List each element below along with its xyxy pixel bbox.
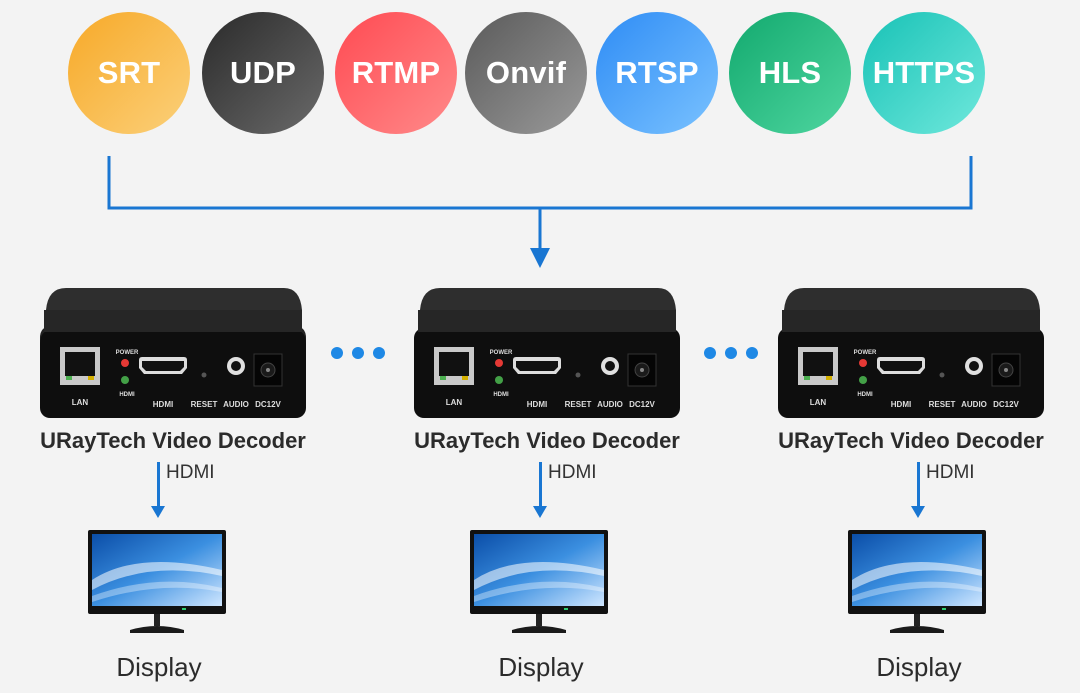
power-label: POWER bbox=[116, 350, 139, 356]
hdmi-link-label: HDMI bbox=[548, 462, 597, 483]
device-name: URayTech Video Decoder bbox=[40, 428, 306, 453]
monitor-icon bbox=[848, 530, 986, 633]
hdmi-led-icon bbox=[859, 376, 867, 384]
dot-icon bbox=[746, 347, 758, 359]
ellipsis-dots-right bbox=[704, 347, 758, 359]
device-name: URayTech Video Decoder bbox=[778, 428, 1044, 453]
hdmi-port-label: HDMI bbox=[527, 400, 547, 409]
dot-icon bbox=[704, 347, 716, 359]
power-led-icon bbox=[121, 359, 129, 367]
decoder-device: LAN POWER HDMI HDMI RESET AUDIO DC12V bbox=[40, 288, 306, 418]
decoder-device: LAN POWER HDMI HDMI RESET AUDIO DC12V bbox=[414, 288, 680, 418]
monitor-icon bbox=[470, 530, 608, 633]
lan-label: LAN bbox=[446, 398, 463, 407]
decoder-unit: LAN POWER HDMI HDMI RESET AUDIO DC12V UR… bbox=[412, 284, 702, 684]
hdmi-link-label: HDMI bbox=[166, 462, 215, 483]
protocol-label: Onvif bbox=[485, 55, 567, 90]
dot-icon bbox=[331, 347, 343, 359]
protocol-rtmp: RTMP bbox=[335, 12, 457, 134]
arrow-down-icon bbox=[533, 506, 547, 518]
dc-label: DC12V bbox=[629, 400, 655, 409]
protocol-onvif: Onvif bbox=[465, 12, 587, 134]
display-label: Display bbox=[876, 652, 962, 682]
hdmi-link: HDMI bbox=[911, 462, 997, 522]
audio-label: AUDIO bbox=[597, 400, 623, 409]
protocol-row: SRT UDP RTMP Onvif RTSP HLS HTTPS bbox=[0, 0, 1080, 150]
protocol-label: RTSP bbox=[615, 55, 699, 90]
power-label: POWER bbox=[854, 350, 877, 356]
reset-button-icon bbox=[939, 372, 945, 378]
dc-label: DC12V bbox=[993, 400, 1019, 409]
display-label: Display bbox=[498, 652, 584, 682]
reset-button-icon bbox=[575, 372, 581, 378]
protocol-https: HTTPS bbox=[863, 12, 985, 134]
hdmi-led-icon bbox=[495, 376, 503, 384]
hdmi-link: HDMI bbox=[151, 462, 237, 522]
hdmi-led-label: HDMI bbox=[493, 392, 509, 398]
hdmi-port-label: HDMI bbox=[891, 400, 911, 409]
protocol-srt: SRT bbox=[68, 12, 190, 134]
protocol-label: RTMP bbox=[351, 55, 441, 90]
arrow-down-icon bbox=[151, 506, 165, 518]
dot-icon bbox=[373, 347, 385, 359]
lan-label: LAN bbox=[810, 398, 827, 407]
arrow-down-icon bbox=[530, 248, 550, 268]
arrow-down-icon bbox=[911, 506, 925, 518]
ellipsis-dots-left bbox=[331, 347, 385, 359]
protocol-label: SRT bbox=[97, 55, 161, 90]
dot-icon bbox=[352, 347, 364, 359]
lan-label: LAN bbox=[72, 398, 89, 407]
decoder-unit: LAN POWER HDMI HDMI RESET AUDIO DC12V UR… bbox=[38, 284, 328, 684]
hdmi-led-label: HDMI bbox=[119, 392, 135, 398]
power-label: POWER bbox=[490, 350, 513, 356]
protocol-label: UDP bbox=[229, 55, 297, 90]
protocol-udp: UDP bbox=[202, 12, 324, 134]
protocol-connector bbox=[107, 156, 973, 268]
protocol-label: HLS bbox=[758, 55, 822, 90]
protocol-label: HTTPS bbox=[872, 55, 976, 90]
power-led-icon bbox=[859, 359, 867, 367]
dot-icon bbox=[725, 347, 737, 359]
audio-label: AUDIO bbox=[223, 400, 249, 409]
reset-label: RESET bbox=[929, 400, 956, 409]
display-label: Display bbox=[116, 652, 202, 682]
hdmi-link-label: HDMI bbox=[926, 462, 975, 483]
dc-label: DC12V bbox=[255, 400, 281, 409]
hdmi-port-label: HDMI bbox=[153, 400, 173, 409]
decoder-device: LAN POWER HDMI HDMI RESET AUDIO DC12V bbox=[778, 288, 1044, 418]
hdmi-link: HDMI bbox=[533, 462, 619, 522]
protocol-rtsp: RTSP bbox=[596, 12, 718, 134]
reset-label: RESET bbox=[191, 400, 218, 409]
protocol-hls: HLS bbox=[729, 12, 851, 134]
monitor-icon bbox=[88, 530, 226, 633]
dc-power-jack-icon bbox=[991, 353, 1021, 387]
reset-label: RESET bbox=[565, 400, 592, 409]
hdmi-led-icon bbox=[121, 376, 129, 384]
decoder-unit: LAN POWER HDMI HDMI RESET AUDIO DC12V UR… bbox=[776, 284, 1066, 684]
hdmi-led-label: HDMI bbox=[857, 392, 873, 398]
audio-label: AUDIO bbox=[961, 400, 987, 409]
device-name: URayTech Video Decoder bbox=[414, 428, 680, 453]
power-led-icon bbox=[495, 359, 503, 367]
reset-button-icon bbox=[201, 372, 207, 378]
bracket-line bbox=[107, 156, 973, 210]
